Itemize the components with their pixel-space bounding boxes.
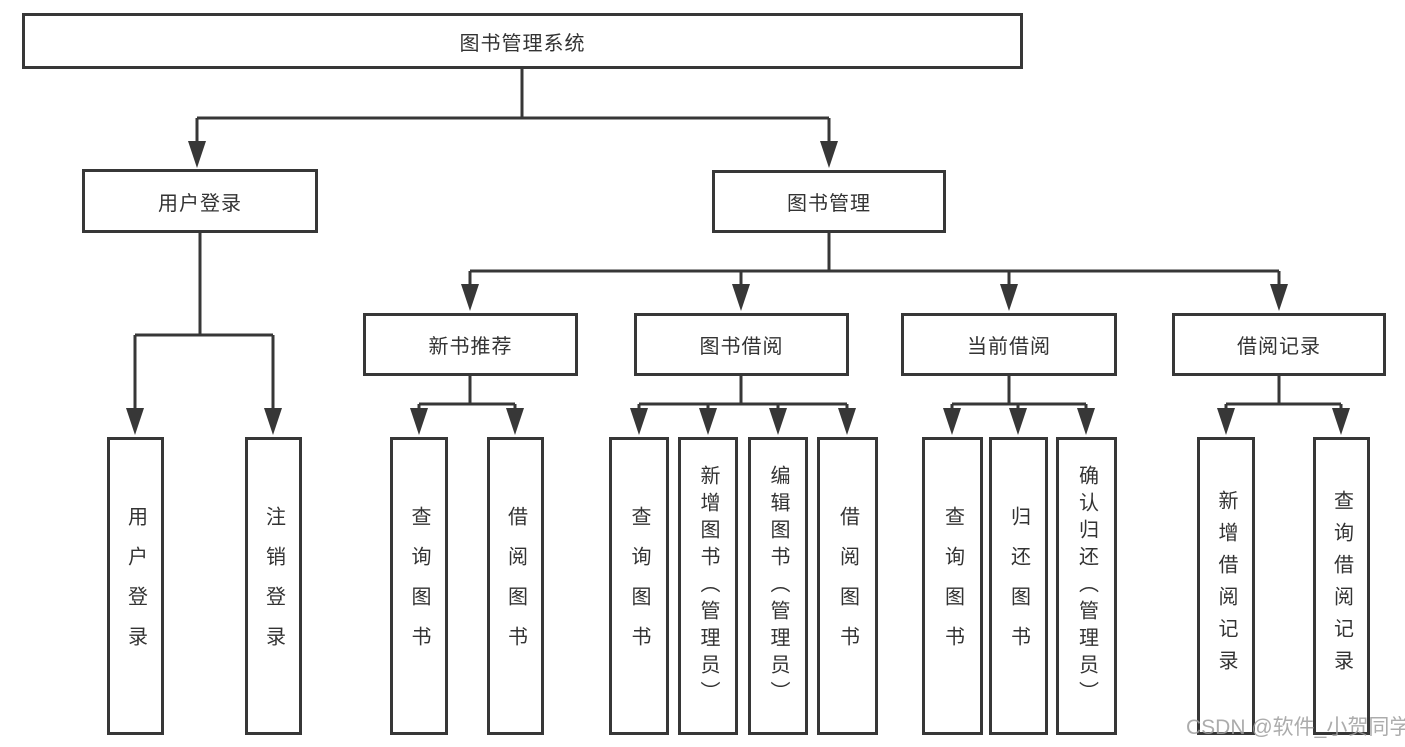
- arrowhead: [820, 141, 838, 168]
- node-book-borrow: 图书借阅: [634, 313, 849, 376]
- leaf-edit-books-admin: 编辑图书（管理员）: [748, 437, 808, 735]
- arrowhead: [264, 408, 282, 435]
- arrowhead: [838, 408, 856, 435]
- leaf-query-books: 查询图书: [609, 437, 669, 735]
- arrowhead: [1009, 408, 1027, 435]
- arrowhead: [1270, 284, 1288, 311]
- leaf-confirm-return-admin: 确认归还（管理员）: [1056, 437, 1117, 735]
- leaf-borrow-books: 借阅图书: [487, 437, 544, 735]
- leaf-logout: 注销登录: [245, 437, 302, 735]
- arrowhead: [769, 408, 787, 435]
- edge-borrow: [637, 376, 849, 410]
- arrowhead: [1077, 408, 1095, 435]
- arrowhead: [943, 408, 961, 435]
- arrowhead: [188, 141, 206, 168]
- edge-records: [1224, 376, 1343, 410]
- arrowhead: [732, 284, 750, 311]
- arrowhead: [506, 408, 524, 435]
- edge-login: [133, 233, 275, 410]
- leaf-query-books: 查询图书: [390, 437, 448, 735]
- leaf-borrow-books: 借阅图书: [817, 437, 878, 735]
- leaf-query-books: 查询图书: [922, 437, 983, 735]
- leaf-query-borrow-record: 查询借阅记录: [1313, 437, 1370, 735]
- node-book-management: 图书管理: [712, 170, 946, 233]
- arrowhead: [1217, 408, 1235, 435]
- leaf-add-borrow-record: 新增借阅记录: [1197, 437, 1255, 735]
- leaf-user-login: 用户登录: [107, 437, 164, 735]
- arrowhead: [1000, 284, 1018, 311]
- arrowhead: [630, 408, 648, 435]
- leaf-add-books-admin: 新增图书（管理员）: [678, 437, 738, 735]
- node-user-login: 用户登录: [82, 169, 318, 233]
- node-borrow-records: 借阅记录: [1172, 313, 1386, 376]
- node-new-book-recommend: 新书推荐: [363, 313, 578, 376]
- node-system-root: 图书管理系统: [22, 13, 1023, 69]
- edge-root: [195, 69, 831, 143]
- arrowhead: [1332, 408, 1350, 435]
- arrowhead: [461, 284, 479, 311]
- edge-manage: [468, 233, 1281, 286]
- node-current-borrow: 当前借阅: [901, 313, 1117, 376]
- arrowhead: [410, 408, 428, 435]
- arrowhead: [699, 408, 717, 435]
- arrowhead: [126, 408, 144, 435]
- edge-current: [950, 376, 1088, 410]
- edge-recommend: [417, 376, 517, 410]
- leaf-return-books: 归还图书: [989, 437, 1048, 735]
